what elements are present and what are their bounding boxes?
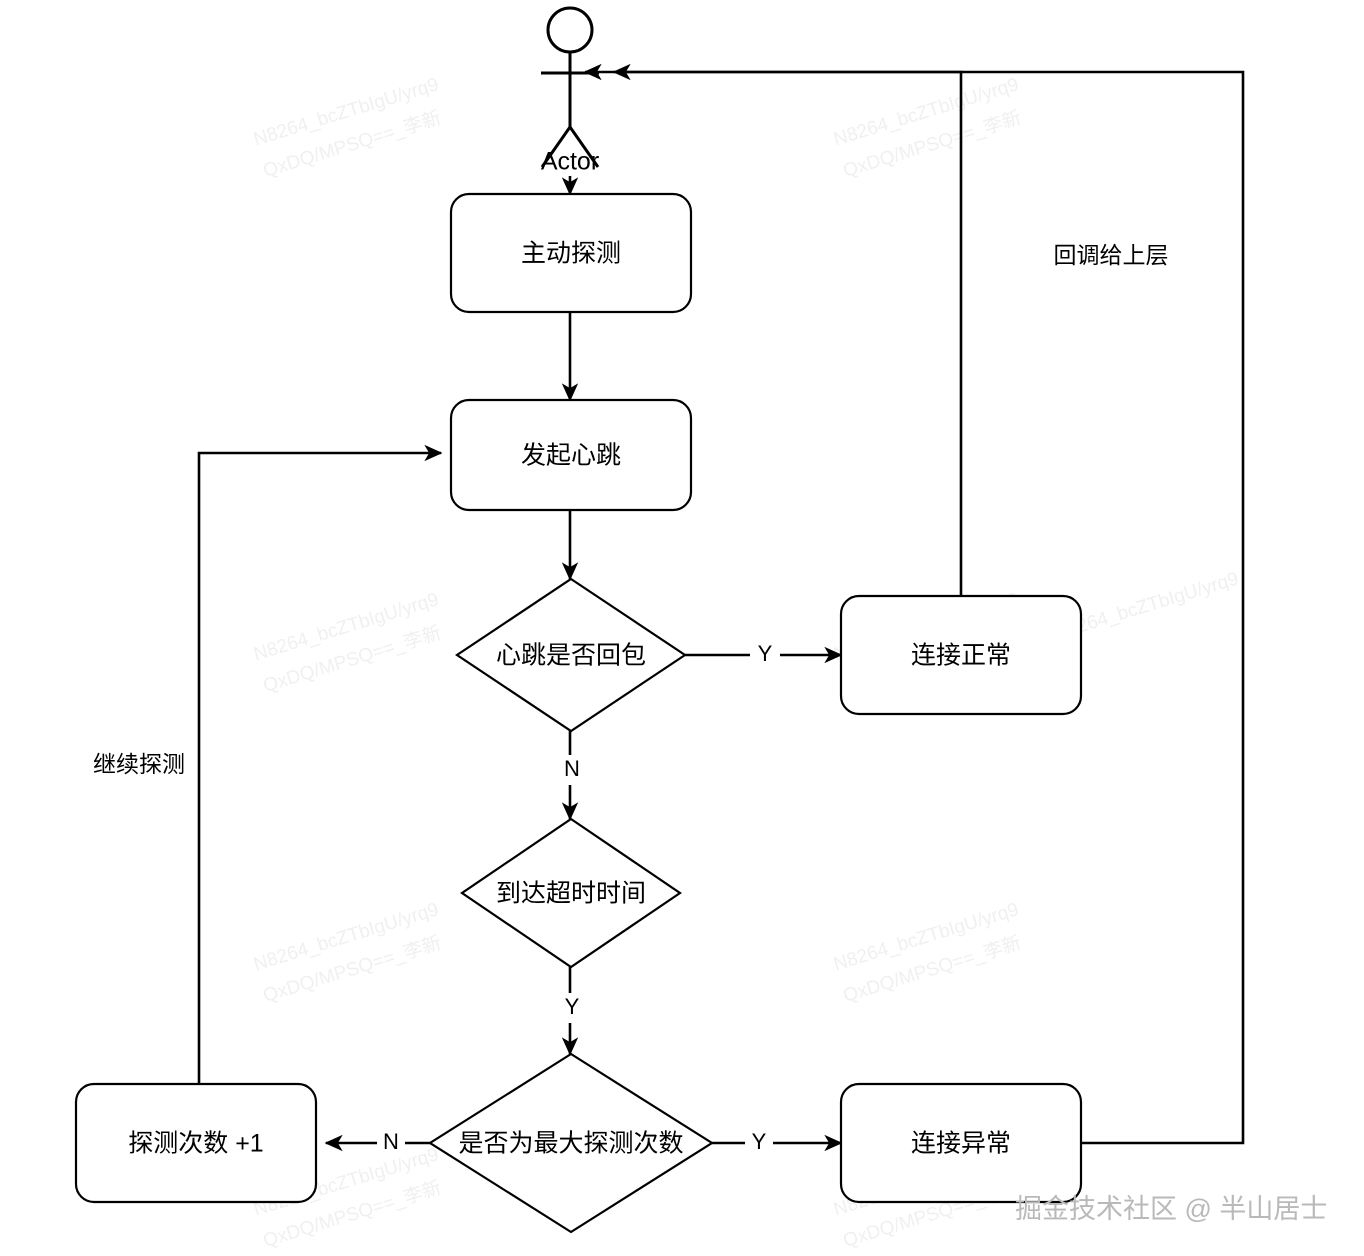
edge-label-continue-probe: 继续探测 bbox=[93, 751, 185, 777]
edge-label-max-yes: Y bbox=[752, 1129, 767, 1154]
node-max-probe-count-label: 是否为最大探测次数 bbox=[458, 1130, 683, 1158]
node-max-probe-count[interactable]: 是否为最大探测次数 bbox=[427, 1052, 715, 1234]
node-send-heartbeat-label: 发起心跳 bbox=[521, 442, 621, 470]
node-heartbeat-ack-label: 心跳是否回包 bbox=[496, 642, 646, 670]
edge-label-bg bbox=[558, 993, 586, 1023]
node-send-heartbeat-shape[interactable] bbox=[449, 398, 693, 512]
node-timeout-reached[interactable]: 到达超时时间 bbox=[460, 817, 682, 969]
edge-conn-normal-to-actor bbox=[583, 63, 963, 596]
edge-label-callback-upper: 回调给上层 bbox=[1054, 242, 1169, 268]
node-active-probe-shape[interactable] bbox=[449, 192, 693, 314]
node-timeout-reached-shape[interactable] bbox=[460, 817, 682, 969]
edge-label-ack-no: N bbox=[564, 756, 580, 781]
edge-label-bg bbox=[558, 755, 586, 785]
edge-conn-abnormal-to-actor bbox=[612, 63, 1245, 1145]
node-conn-normal-label: 连接正常 bbox=[911, 642, 1011, 670]
node-probe-count-inc-shape[interactable] bbox=[74, 1082, 318, 1204]
actor-figure bbox=[540, 6, 600, 168]
node-send-heartbeat[interactable]: 发起心跳 bbox=[449, 398, 693, 512]
node-heartbeat-ack-shape[interactable] bbox=[455, 577, 687, 733]
node-conn-abnormal[interactable]: 连接异常 bbox=[839, 1082, 1083, 1204]
edge-label-timeout-yes: Y bbox=[565, 994, 580, 1019]
edge-label-bg bbox=[377, 1128, 405, 1158]
edge-label-ack-yes: Y bbox=[758, 641, 773, 666]
node-conn-abnormal-label: 连接异常 bbox=[911, 1130, 1011, 1158]
actor-left-leg-line bbox=[540, 126, 572, 168]
edge-label-group: Y N Y N Y 继续探测 回调给上层 bbox=[93, 242, 1169, 1158]
node-probe-count-inc-label: 探测次数 +1 bbox=[128, 1130, 263, 1158]
node-timeout-reached-label: 到达超时时间 bbox=[496, 880, 646, 908]
node-active-probe-label: 主动探测 bbox=[521, 240, 621, 268]
node-probe-count-inc[interactable]: 探测次数 +1 bbox=[74, 1082, 318, 1204]
node-conn-abnormal-shape[interactable] bbox=[839, 1082, 1083, 1204]
edge-label-bg bbox=[750, 640, 780, 670]
node-conn-normal[interactable]: 连接正常 bbox=[839, 594, 1083, 716]
node-heartbeat-ack[interactable]: 心跳是否回包 bbox=[455, 577, 687, 733]
node-max-probe-count-shape[interactable] bbox=[427, 1052, 715, 1234]
edge-probe-count-inc-to-send-heartbeat bbox=[197, 444, 443, 1084]
node-active-probe[interactable]: 主动探测 bbox=[449, 192, 693, 314]
node-conn-normal-shape[interactable] bbox=[839, 594, 1083, 716]
actor-head-icon bbox=[546, 6, 594, 54]
actor-right-leg-line bbox=[568, 126, 600, 168]
edge-label-bg bbox=[745, 1128, 773, 1158]
edge-label-max-no: N bbox=[383, 1129, 399, 1154]
footer-watermark: 掘金技术社区 @ 半山居士 bbox=[1015, 1194, 1327, 1224]
actor-label: Actor bbox=[541, 148, 599, 176]
